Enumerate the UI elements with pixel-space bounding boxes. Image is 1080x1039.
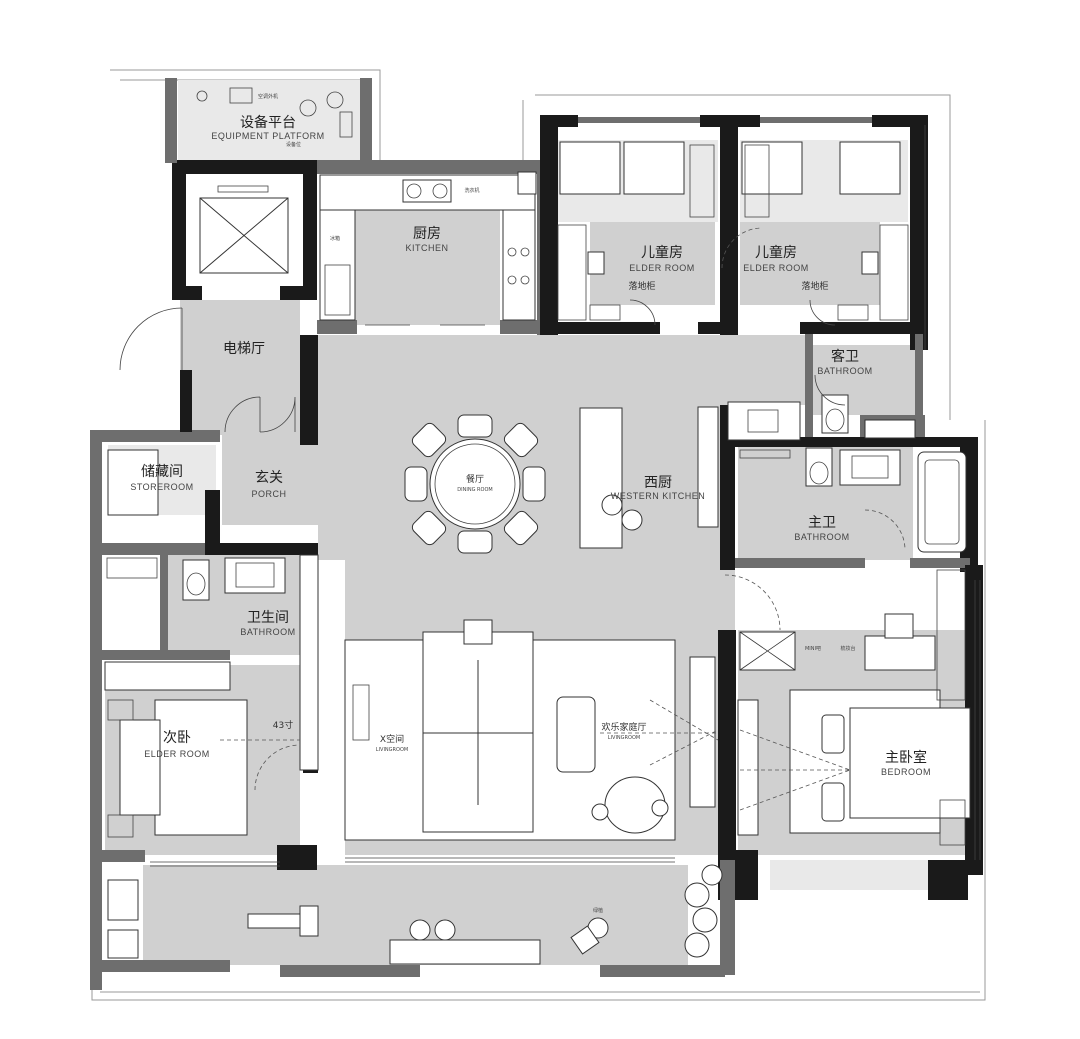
dining-label: 餐厅 bbox=[466, 473, 484, 485]
master-bath-label: 主卫 bbox=[808, 515, 836, 531]
porch-label: 玄关 bbox=[255, 469, 283, 486]
master-bath-label-en: BATHROOM bbox=[794, 532, 849, 542]
doors bbox=[119, 299, 846, 433]
family-hall-label-en: LIVINGROOM bbox=[608, 735, 640, 741]
children-bedroom-furniture bbox=[557, 140, 909, 321]
western-kitchen-label: 西厨 bbox=[644, 475, 672, 491]
master-bedroom-label: 主卧室 bbox=[885, 749, 927, 766]
floor-cabinet-2-note: 落地柜 bbox=[801, 280, 828, 292]
kitchen-fixtures bbox=[319, 171, 537, 321]
room-labels: 设备平台 EQUIPMENT PLATFORM 厨房 KITCHEN 儿童房 E… bbox=[130, 114, 931, 914]
master-bedroom-label-en: BEDROOM bbox=[881, 767, 931, 777]
svg-text:空调外机: 空调外机 bbox=[258, 93, 278, 100]
family-hall-label: 欢乐家庭厅 bbox=[601, 721, 646, 733]
dining-table bbox=[404, 414, 546, 554]
elder-room-2-label-en: ELDER ROOM bbox=[743, 263, 809, 273]
mini-bar-note: MINI吧 bbox=[805, 646, 821, 652]
bathroom-label: 卫生间 bbox=[247, 610, 289, 626]
master-bedroom-furniture bbox=[724, 569, 971, 846]
vanity-note: 梳妆台 bbox=[840, 645, 855, 652]
equipment-platform-fixtures: 空调外机 设备位 bbox=[196, 87, 353, 148]
living-room-furniture bbox=[344, 619, 719, 841]
floor-cabinet-1-note: 落地柜 bbox=[628, 280, 655, 292]
western-kitchen-island bbox=[579, 406, 719, 549]
outer-context-lines bbox=[91, 69, 986, 1001]
balcony-furniture bbox=[107, 862, 927, 965]
svg-text:设备位: 设备位 bbox=[286, 141, 301, 148]
guest-bath-label-en: BATHROOM bbox=[817, 366, 872, 376]
elder-room-1-label: 儿童房 bbox=[641, 244, 683, 261]
guest-bath-label: 客卫 bbox=[831, 348, 859, 365]
x-space-label-en: LIVINGROOM bbox=[376, 747, 408, 753]
left-wing-furniture bbox=[104, 449, 319, 838]
second-bedroom-label-en: ELDER ROOM bbox=[144, 749, 210, 759]
second-bedroom-label: 次卧 bbox=[163, 730, 191, 746]
range-hood-note: 洗衣机 bbox=[464, 187, 479, 194]
storeroom-label: 储藏间 bbox=[141, 464, 183, 480]
fridge-note: 冰箱 bbox=[330, 235, 340, 242]
porch-label-en: PORCH bbox=[251, 489, 286, 499]
kitchen-label-en: KITCHEN bbox=[405, 243, 448, 253]
elder-room-2-label: 儿童房 bbox=[755, 244, 797, 261]
master-bath-fixtures bbox=[739, 447, 967, 553]
tv-size-note: 43寸 bbox=[273, 719, 293, 731]
elder-room-1-label-en: ELDER ROOM bbox=[629, 263, 695, 273]
bathroom-label-en: BATHROOM bbox=[240, 627, 295, 637]
dining-label-en: DINING ROOM bbox=[457, 487, 492, 493]
x-space-label: X空间 bbox=[380, 733, 404, 745]
leisure-note: 绿植 bbox=[593, 907, 603, 914]
elevator-car bbox=[199, 185, 289, 274]
equipment-platform-label: 设备平台 bbox=[240, 114, 296, 131]
kitchen-label: 厨房 bbox=[413, 226, 441, 242]
western-kitchen-label-en: WESTERN KITCHEN bbox=[611, 491, 706, 501]
elevator-hall-label: 电梯厅 bbox=[223, 341, 265, 357]
windows bbox=[150, 125, 981, 867]
storeroom-label-en: STOREROOM bbox=[130, 482, 193, 492]
equipment-platform-label-en: EQUIPMENT PLATFORM bbox=[211, 131, 324, 141]
guest-bath-fixtures bbox=[727, 394, 916, 441]
